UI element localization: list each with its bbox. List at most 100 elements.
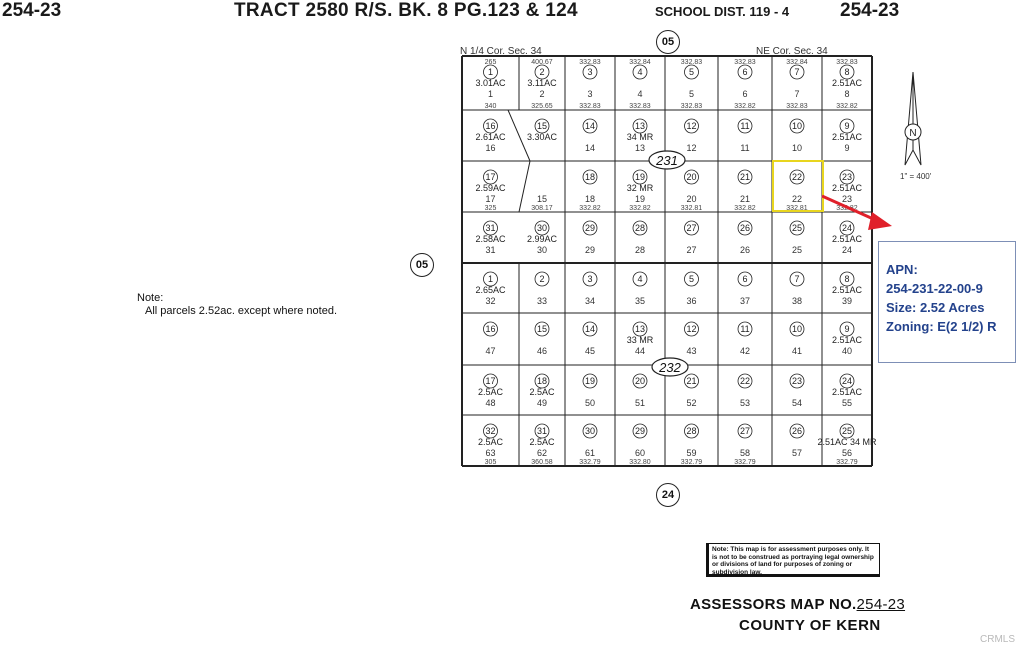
parcel-number-circle [839,220,855,236]
parcel-acreage: 33 MR [627,335,654,345]
parcel-acreage: 2.51AC [832,183,863,193]
parcel-number-circle [534,118,550,134]
lot-number: 61 [585,448,595,458]
parcel-number-circle [789,271,805,287]
dimension-label: 332.79 [579,459,601,466]
parcel-number-circle [483,64,498,80]
dimension-label: 332.79 [836,459,858,466]
parcel-number-circle [483,169,498,185]
parcel-number: 20 [686,172,696,182]
lot-number: 19 [635,194,645,204]
parcel-number: 17 [485,172,495,182]
block-label-231: 231 [648,150,686,170]
parcel-acreage: 3.30AC [527,132,558,142]
parcel-number-circle [582,169,598,185]
parcel-number-circle [534,271,550,287]
parcel-acreage: 2.58AC [475,234,506,244]
parcel-number: 20 [635,376,645,386]
lot-number: 9 [844,143,849,153]
lot-number: 6 [742,89,747,99]
lot-number: 37 [740,296,750,306]
lot-number: 51 [635,398,645,408]
lot-number: 60 [635,448,645,458]
parcel-number: 21 [686,376,696,386]
parcel-number-circle [632,321,648,337]
parcel-grid [461,55,873,467]
parcel-number-circle [483,373,498,389]
parcel-number: 23 [792,376,802,386]
parcel-labels: 13.01AC123.11AC2334455667782.51AC8162.61… [475,59,877,466]
lot-number: 29 [585,245,595,255]
parcel-acreage: 2.65AC [475,285,506,295]
parcel-number: 2 [539,67,544,77]
parcel-acreage: 2.51AC [832,335,863,345]
parcel-number: 12 [686,324,696,334]
parcel-number: 23 [842,172,852,182]
parcel-number: 21 [740,172,750,182]
parcel-number: 12 [686,121,696,131]
lot-number: 54 [792,398,802,408]
lot-number: 55 [842,398,852,408]
lot-number: 10 [792,143,802,153]
dimension-label: 360.58 [531,459,553,466]
highlighted-parcel [772,160,824,212]
parcel-number: 15 [537,121,547,131]
lot-number: 49 [537,398,547,408]
parcel-number-circle [839,271,855,287]
parcel-number-circle [582,423,598,439]
lot-number: 21 [740,194,750,204]
parcel-number-circle [737,423,753,439]
parcel-number: 22 [740,376,750,386]
parcel-number: 18 [537,376,547,386]
parcel-number: 7 [794,274,799,284]
dimension-label: 332.81 [681,205,703,212]
parcel-number-circle [737,321,753,337]
parcel-number: 25 [842,426,852,436]
parcel-number-circle [684,64,699,80]
dimension-label: 332.84 [629,59,651,66]
parcel-number-circle [534,321,550,337]
parcel-number: 5 [689,67,694,77]
grid-line-diagonal [507,109,531,162]
dimension-label: 332.84 [786,59,808,66]
parcel-number-circle [684,423,699,439]
dimension-label: 308.17 [531,205,553,212]
north-letter: N [909,128,916,139]
parcel-number-circle [582,373,598,389]
parcel-number-circle [684,321,699,337]
parcel-acreage: 2.51AC [832,78,863,88]
parcel-number: 17 [485,376,495,386]
lot-number: 57 [792,448,802,458]
school-district: SCHOOL DIST. 119 - 4 [655,4,790,19]
note-text: All parcels 2.52ac. except where noted. [145,305,338,317]
parcel-number-circle [534,220,550,236]
parcel-number: 19 [585,376,595,386]
parcel-acreage: 2.5AC [529,437,555,447]
lot-number: 4 [637,89,642,99]
parcel-number: 4 [637,274,642,284]
apn-label: APN: [886,262,918,277]
dimension-label: 332.82 [629,205,651,212]
parcel-number-circle [632,423,648,439]
lot-number: 2 [539,89,544,99]
parcel-number: 14 [585,324,595,334]
dimension-label: 332.82 [734,205,756,212]
parcel-number: 14 [585,121,595,131]
parcel-number-circle [632,271,648,287]
parcel-acreage: 2.61AC [475,132,506,142]
lot-number: 63 [485,448,495,458]
lot-number: 38 [792,296,802,306]
parcel-acreage: 2.51AC [832,132,863,142]
parcel-number: 13 [635,324,645,334]
grid-line-diagonal [518,160,531,213]
parcel-number: 30 [537,223,547,233]
lot-number: 12 [686,143,696,153]
dimension-label: 332.83 [681,59,703,66]
parcel-number: 1 [488,274,493,284]
parcel-number: 3 [587,67,592,77]
lot-number: 46 [537,346,547,356]
corner-label-nw: N 1/4 Cor. Sec. 34 [460,46,542,57]
dimension-label: 332.81 [786,205,808,212]
parcel-acreage: 2.51AC [832,234,863,244]
